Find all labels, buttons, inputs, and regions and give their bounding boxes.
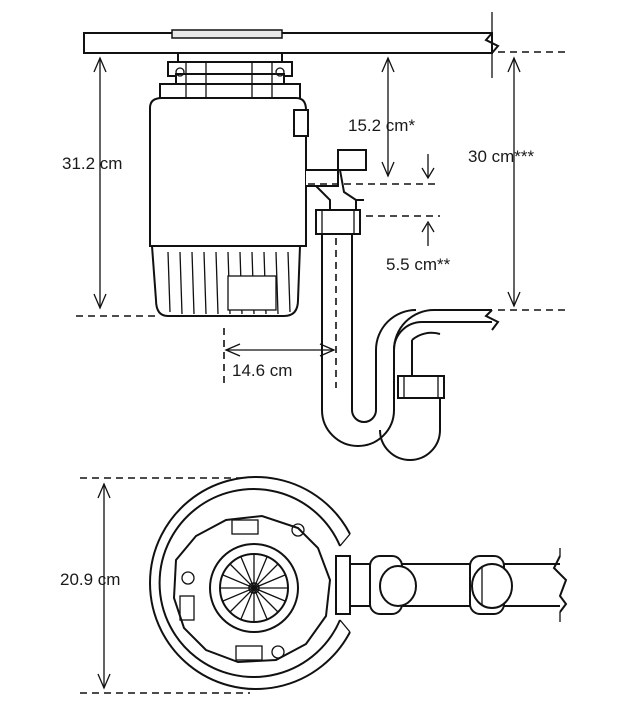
dimension-outlet-to-trap: 30 cm*** (468, 51, 568, 311)
p-trap (321, 234, 500, 461)
discharge-assembly (306, 149, 367, 235)
mount-assembly (159, 29, 301, 101)
disposer-body (149, 97, 309, 317)
dimension-inlet: 15.2 cm* (308, 56, 440, 185)
dimension-outlet-pipe: 5.5 cm** (366, 215, 451, 274)
dimension-overall-height: 31.2 cm (62, 56, 158, 317)
dimension-outlet-offset: 14.6 cm (223, 238, 337, 388)
discharge-pipe-top (335, 548, 568, 622)
side-view: 31.2 cm 15.2 cm* 5.5 cm** 30 cm*** (62, 12, 568, 461)
splash-guard (209, 543, 299, 633)
outlet-to-trap-label: 30 cm*** (468, 147, 535, 166)
dimension-top-width: 20.9 cm (60, 477, 250, 694)
outlet-offset-label: 14.6 cm (232, 361, 292, 380)
inlet-dimension-label: 15.2 cm* (348, 116, 415, 135)
top-view: 20.9 cm (60, 476, 568, 694)
top-width-label: 20.9 cm (60, 570, 120, 589)
outlet-pipe-dimension-label: 5.5 cm** (386, 255, 451, 274)
overall-height-label: 31.2 cm (62, 154, 122, 173)
